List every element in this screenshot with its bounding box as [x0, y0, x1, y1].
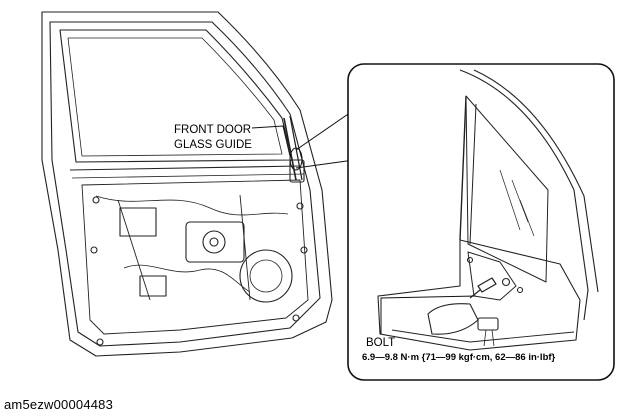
magnification-lines — [289, 109, 355, 171]
detail-inset: BOLT 6.9—9.8 N·m {71—99 kgf·cm, 62—86 in… — [347, 63, 615, 381]
glass-guide-label-line1: FRONT DOOR — [174, 124, 251, 136]
bolt-label: BOLT — [366, 337, 395, 349]
inset-frame — [347, 63, 615, 381]
bolt-leader — [380, 295, 477, 334]
figure-id: am5ezw00004483 — [4, 397, 114, 412]
glass-guide-leader — [251, 125, 291, 157]
front-door-illustration — [41, 11, 333, 357]
bolt-torque-spec: 6.9—9.8 N·m {71—99 kgf·cm, 62—86 in·lbf} — [362, 352, 556, 363]
glass-guide-label-line2: GLASS GUIDE — [174, 139, 252, 151]
